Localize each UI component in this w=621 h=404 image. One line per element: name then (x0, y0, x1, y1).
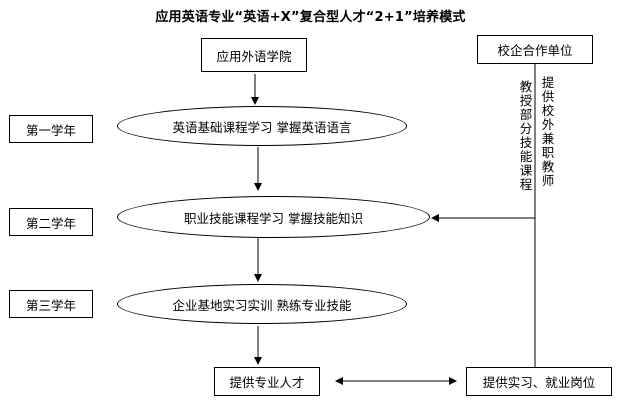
jobs-box: 提供实习、就业岗位 (466, 367, 612, 396)
college-label: 应用外语学院 (216, 48, 292, 64)
stage3-label: 企业基地实习实训 熟练专业技能 (172, 297, 352, 313)
stage2-ellipse: 职业技能课程学习 掌握技能知识 (117, 196, 430, 238)
vertical-label-col2: 教授部分技能课程 (519, 79, 533, 192)
stage1-label: 英语基础课程学习 掌握英语语言 (172, 119, 352, 135)
diagram-title: 应用英语专业“英语+X”复合型人才“2+1”培养模式 (155, 10, 466, 25)
year2-label: 第二学年 (25, 215, 76, 231)
vertical-label-col1: 提供校外兼职教师 (541, 75, 555, 188)
year1-label: 第一学年 (25, 122, 76, 138)
college-box: 应用外语学院 (201, 38, 307, 72)
year3-label: 第三学年 (25, 297, 76, 313)
year2-box: 第二学年 (9, 208, 93, 236)
partner-box: 校企合作单位 (477, 35, 593, 64)
stage1-ellipse: 英语基础课程学习 掌握英语语言 (117, 106, 407, 146)
stage2-label: 职业技能课程学习 掌握技能知识 (184, 210, 363, 226)
stage3-ellipse: 企业基地实习实训 熟练专业技能 (117, 284, 407, 324)
year1-box: 第一学年 (9, 115, 93, 143)
output-label: 提供专业人才 (229, 375, 305, 390)
year3-box: 第三学年 (9, 290, 93, 318)
output-box: 提供专业人才 (214, 367, 320, 396)
partner-label: 校企合作单位 (497, 43, 573, 58)
jobs-label: 提供实习、就业岗位 (482, 375, 596, 390)
